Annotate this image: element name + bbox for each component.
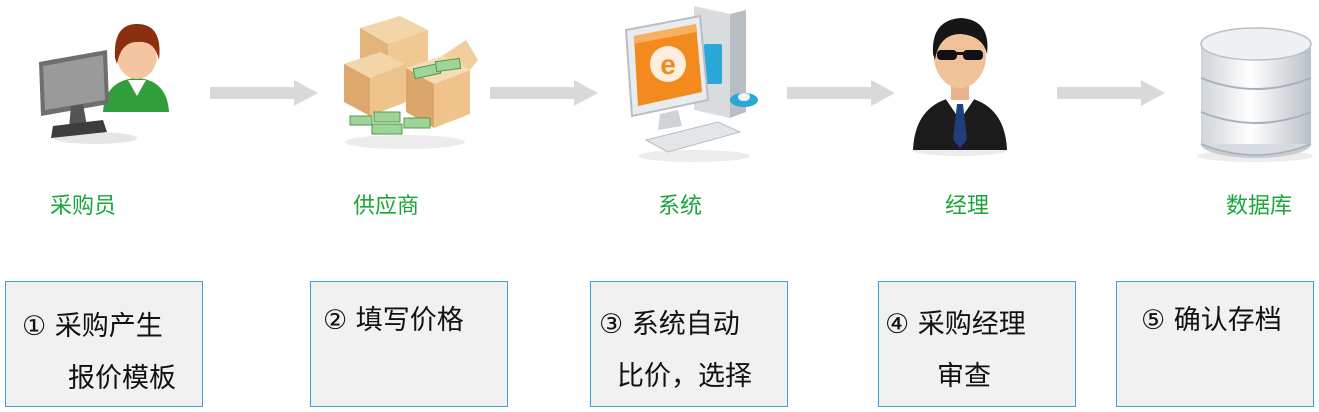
step-box-2: ② 填写价格 — [310, 281, 508, 407]
role-label-system: 系统 — [657, 194, 702, 219]
step-text-line2: 比价，选择 — [617, 361, 752, 392]
businessman-sunglasses-icon — [912, 18, 1008, 156]
arrow-right-icon — [490, 80, 598, 106]
step-box-5: ⑤ 确认存档 — [1116, 281, 1314, 407]
role-label-database: 数据库 — [1225, 194, 1292, 219]
cardboard-boxes-with-money-icon — [344, 16, 478, 149]
role-label-manager: 经理 — [944, 194, 989, 219]
step-text-line1: ② 填写价格 — [323, 305, 464, 336]
step-box-1: ① 采购产生 报价模板 — [5, 281, 203, 407]
step-text-line1: ⑤ 确认存档 — [1141, 305, 1282, 336]
step-text-line1: ① 采购产生 — [22, 311, 163, 342]
step-text-line1: ③ 系统自动 — [599, 309, 740, 340]
arrow-right-icon — [1057, 80, 1165, 106]
step-text-line1: ④ 采购经理 — [885, 309, 1026, 340]
database-cylinder-icon — [1197, 27, 1313, 162]
arrow-right-icon — [210, 80, 318, 106]
arrow-right-icon — [787, 80, 895, 106]
step-text-line2: 报价模板 — [68, 363, 176, 394]
role-label-purchaser: 采购员 — [49, 194, 116, 219]
desktop-computer-browser-icon: e — [624, 6, 758, 162]
step-box-4: ④ 采购经理 审查 — [878, 281, 1076, 407]
role-label-supplier: 供应商 — [352, 194, 419, 219]
step-text-line2: 审查 — [937, 361, 991, 392]
purchaser-at-computer-icon — [39, 24, 169, 144]
step-box-3: ③ 系统自动 比价，选择 — [590, 281, 788, 407]
svg-text:e: e — [660, 49, 676, 80]
